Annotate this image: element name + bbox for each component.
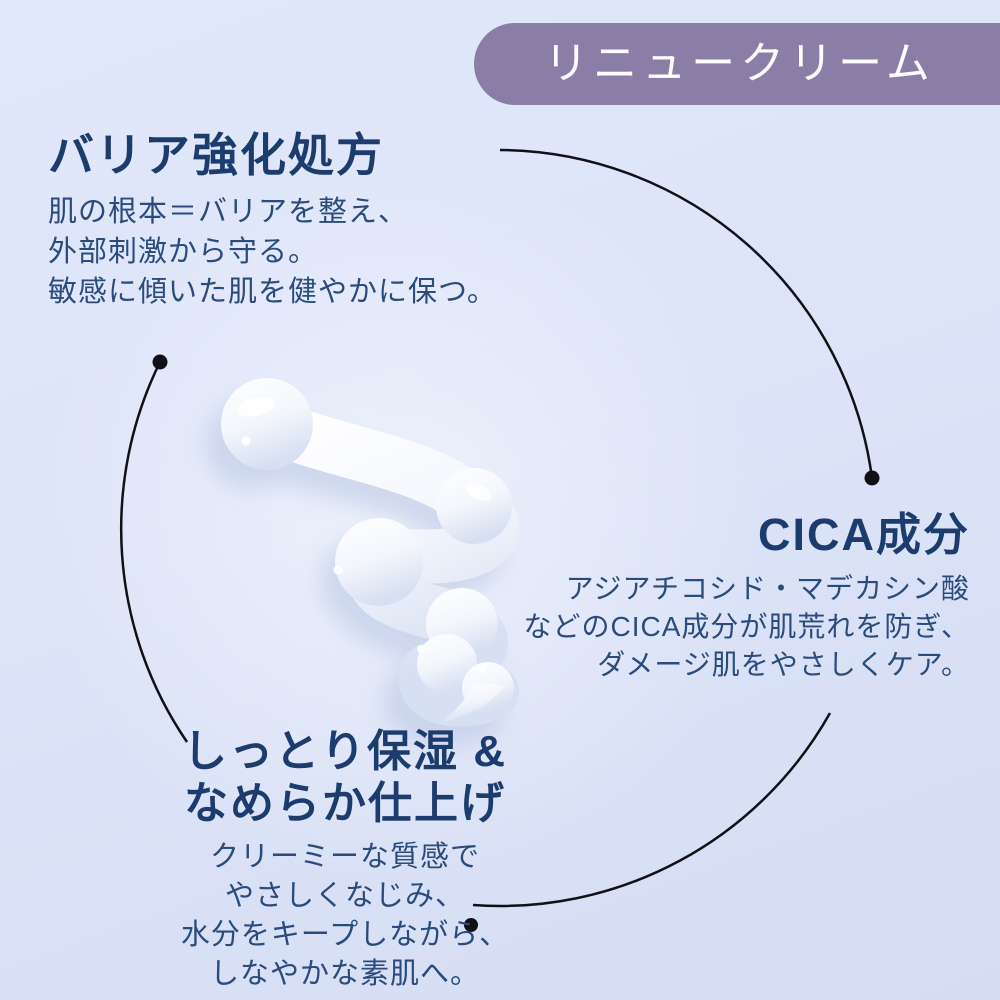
cica-body-line: アジアチコシド・マデカシン酸 — [565, 573, 970, 604]
cream-swirl-illustration — [206, 378, 520, 747]
cream-blob — [436, 468, 512, 544]
cream-tail — [442, 682, 505, 722]
moisture-body-line: 水分をキープしながら、 — [180, 919, 510, 951]
connector-arcs — [119, 148, 874, 908]
cream-blob — [221, 378, 313, 470]
connector-dot-bottom — [464, 918, 478, 932]
barrier-heading: バリア強化処方 — [48, 129, 384, 181]
moisture-heading: しっとり保湿 & なめらか仕上げ — [130, 726, 560, 830]
cream-blob — [417, 634, 477, 694]
connector-arc-left — [119, 361, 189, 743]
barrier-body-line: 肌の根本＝バリアを整え、 — [48, 196, 409, 228]
barrier-body-line: 敏感に傾いた肌を健やかに保つ。 — [48, 276, 497, 308]
barrier-body-line: 外部刺激から守る。 — [48, 236, 319, 268]
connector-dot-left — [152, 354, 168, 370]
moisture-body-line: クリーミーな質感で — [209, 841, 480, 873]
cica-heading: CICA成分 — [758, 509, 970, 560]
moisture-body-line: やさしくなじみ、 — [224, 880, 465, 912]
connector-arc-top-right — [499, 148, 874, 479]
moisture-body-line: しなやかな素肌へ。 — [209, 958, 480, 990]
connector-dots — [152, 354, 880, 932]
moisture-body: クリーミーな質感で やさしくなじみ、 水分をキープしながら、 しなやかな素肌へ。 — [130, 838, 560, 994]
cream-blob — [335, 518, 423, 606]
cream-highlights — [236, 397, 492, 673]
cica-body-line: ダメージ肌をやさしくケア。 — [597, 649, 970, 680]
connector-arc-bottom-right — [472, 712, 832, 908]
cica-body: アジアチコシド・マデカシン酸 などのCICA成分が肌荒れを防ぎ、 ダメージ肌をや… — [524, 570, 971, 684]
barrier-body: 肌の根本＝バリアを整え、 外部刺激から守る。 敏感に傾いた肌を健やかに保つ。 — [48, 192, 497, 312]
section-moisture: しっとり保湿 & なめらか仕上げ クリーミーな質感で やさしくなじみ、 水分をキ… — [130, 726, 560, 994]
moisture-heading-line: しっとり保湿 & — [183, 727, 507, 776]
section-cica: CICA成分 アジアチコシド・マデカシン酸 などのCICA成分が肌荒れを防ぎ、 … — [524, 508, 971, 684]
cica-body-line: などのCICA成分が肌荒れを防ぎ、 — [523, 611, 970, 642]
section-barrier: バリア強化処方 肌の根本＝バリアを整え、 外部刺激から守る。 敏感に傾いた肌を健… — [48, 126, 497, 312]
product-banner-label: リニュークリーム — [544, 39, 935, 88]
moisture-heading-line: なめらか仕上げ — [184, 779, 506, 828]
product-banner: リニュークリーム — [474, 23, 1000, 105]
connector-dot-right — [864, 470, 880, 486]
